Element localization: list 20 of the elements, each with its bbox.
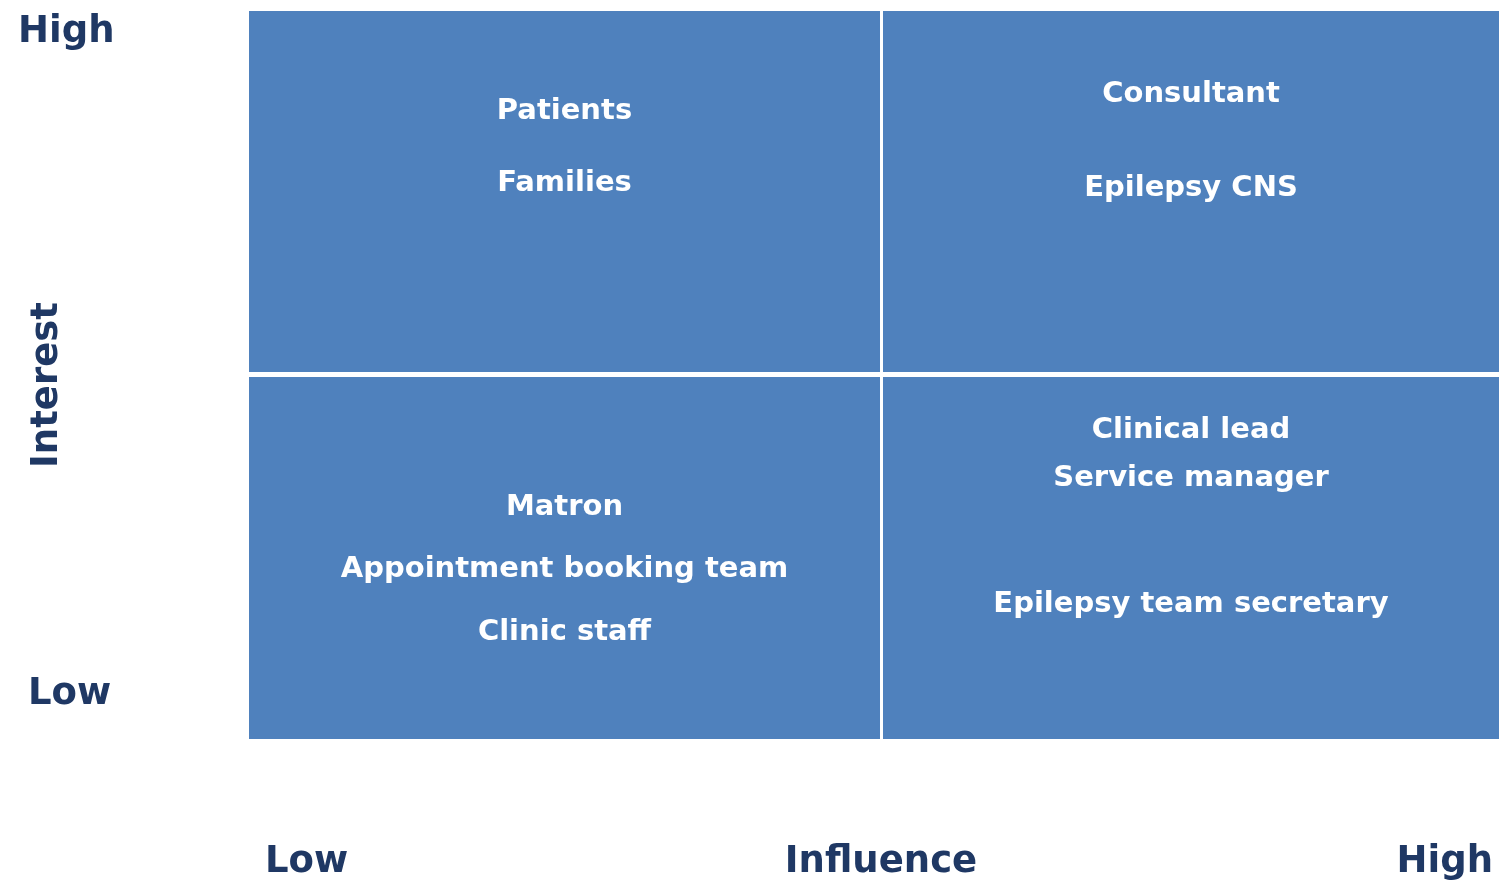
stakeholder-label: Service manager bbox=[1053, 458, 1329, 494]
quadrant-box bbox=[883, 11, 1499, 372]
axis-end-label: High bbox=[1396, 838, 1493, 882]
quadrant-box bbox=[249, 377, 880, 739]
quadrant-box bbox=[249, 11, 880, 372]
quadrant-box bbox=[883, 377, 1499, 739]
stakeholder-label: Consultant bbox=[1102, 74, 1280, 110]
axis-title: Interest bbox=[23, 302, 67, 468]
axis-end-label: High bbox=[18, 8, 115, 52]
stakeholder-label: Appointment booking team bbox=[340, 549, 789, 585]
axis-end-label: Low bbox=[265, 838, 349, 882]
stakeholder-label: Clinic staff bbox=[477, 612, 652, 648]
axis-title: Influence bbox=[784, 838, 978, 882]
stakeholder-label: Epilepsy CNS bbox=[1084, 168, 1298, 204]
stakeholder-label: Patients bbox=[496, 91, 633, 127]
axis-end-label: Low bbox=[28, 670, 112, 714]
stakeholder-label: Clinical lead bbox=[1091, 410, 1291, 446]
stakeholder-label: Epilepsy team secretary bbox=[993, 584, 1389, 620]
stakeholder-label: Families bbox=[497, 163, 632, 199]
stakeholder-label: Matron bbox=[505, 487, 624, 523]
